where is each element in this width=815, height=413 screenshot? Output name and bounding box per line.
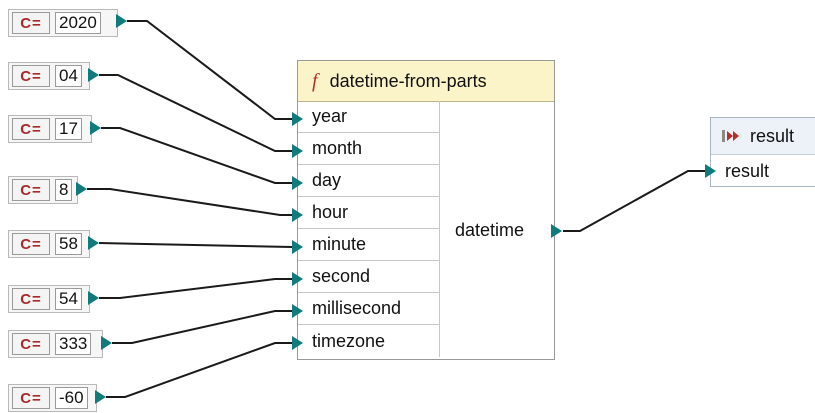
- target-field-result: result: [725, 160, 770, 181]
- wire-2020-year: [127, 20, 292, 120]
- output-datetime: datetime: [455, 220, 525, 240]
- constant-58[interactable]: C= 58: [8, 230, 90, 258]
- constant-badge: C=: [12, 118, 50, 140]
- constant-badge: C=: [12, 233, 50, 255]
- constant-value[interactable]: 04: [55, 65, 82, 87]
- constant-output-port[interactable]: [95, 390, 106, 404]
- wire-58-minute: [98, 242, 293, 248]
- constant-badge: C=: [12, 387, 50, 409]
- constant-output-port[interactable]: [88, 236, 99, 250]
- wire-datetime-result: [563, 170, 706, 232]
- constant-output-port[interactable]: [101, 336, 112, 350]
- constant-badge: C=: [12, 333, 50, 355]
- wire-17-day: [101, 127, 292, 184]
- constant-badge: C=: [12, 12, 50, 34]
- constant-output-port[interactable]: [88, 291, 99, 305]
- constant-badge: C=: [12, 179, 50, 201]
- wire-333-millisecond: [112, 310, 292, 344]
- input-timezone: timezone: [298, 325, 440, 357]
- constant-output-port[interactable]: [116, 14, 127, 28]
- input-month: month: [298, 133, 440, 165]
- fx-icon: f: [312, 69, 318, 92]
- constant-output-port[interactable]: [88, 68, 99, 82]
- constant-8[interactable]: C= 8: [8, 176, 78, 204]
- constant-badge: C=: [12, 288, 50, 310]
- constant-2020[interactable]: C= 2020: [8, 9, 118, 37]
- constant-value[interactable]: 54: [55, 288, 82, 310]
- input-year: year: [298, 101, 440, 133]
- wire-neg60-timezone: [106, 342, 292, 398]
- input-hour: hour: [298, 197, 440, 229]
- constant-value[interactable]: 17: [55, 118, 82, 140]
- input-port-month[interactable]: [292, 144, 303, 158]
- input-port-millisecond[interactable]: [292, 304, 303, 318]
- constant-neg60[interactable]: C= -60: [8, 384, 97, 412]
- constant-output-port[interactable]: [90, 121, 101, 135]
- input-millisecond: millisecond: [298, 293, 440, 325]
- input-day: day: [298, 165, 440, 197]
- constant-54[interactable]: C= 54: [8, 285, 90, 313]
- input-port-minute[interactable]: [292, 240, 303, 254]
- input-port-second[interactable]: [292, 272, 303, 286]
- constant-output-port[interactable]: [76, 182, 87, 196]
- function-header[interactable]: f datetime-from-parts: [298, 61, 554, 102]
- input-port-hour[interactable]: [292, 208, 303, 222]
- constant-17[interactable]: C= 17: [8, 115, 92, 143]
- constant-value[interactable]: -60: [55, 387, 88, 409]
- output-port-datetime[interactable]: [551, 224, 562, 238]
- constant-04[interactable]: C= 04: [8, 62, 90, 90]
- input-minute: minute: [298, 229, 440, 261]
- wire-04-month: [99, 74, 292, 152]
- input-port-year[interactable]: [292, 112, 303, 126]
- constant-badge: C=: [12, 65, 50, 87]
- datetime-from-parts-function[interactable]: f datetime-from-parts year month day hou…: [297, 60, 555, 360]
- wire-54-second: [99, 278, 292, 299]
- input-port-day[interactable]: [292, 176, 303, 190]
- constant-333[interactable]: C= 333: [8, 330, 103, 358]
- constant-value[interactable]: 2020: [55, 12, 101, 34]
- target-component-icon: [721, 128, 743, 144]
- wire-8-hour: [87, 188, 292, 216]
- target-header[interactable]: result: [711, 118, 815, 155]
- constant-value[interactable]: 8: [55, 179, 73, 201]
- constant-value[interactable]: 58: [55, 233, 82, 255]
- input-second: second: [298, 261, 440, 293]
- target-component[interactable]: result result: [710, 117, 815, 187]
- input-port-timezone[interactable]: [292, 336, 303, 350]
- function-title: datetime-from-parts: [329, 70, 487, 91]
- constant-value[interactable]: 333: [55, 333, 92, 355]
- target-title: result: [750, 125, 795, 146]
- target-input-port[interactable]: [705, 164, 716, 178]
